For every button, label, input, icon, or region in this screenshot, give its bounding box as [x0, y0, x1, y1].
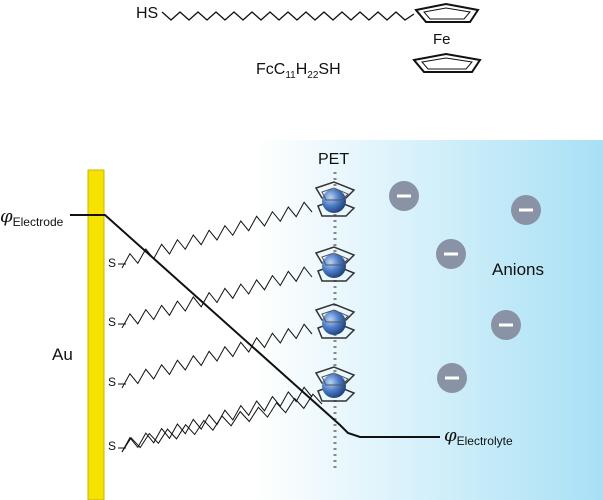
cp-ring-inner [321, 309, 349, 323]
anion [389, 181, 419, 211]
anion-group [389, 181, 541, 393]
cp-ring-inner [321, 252, 349, 266]
iron-center [322, 311, 346, 335]
iron-label-top: Fe [433, 31, 451, 48]
sulfur-label: S [108, 439, 116, 453]
alkyl-chain [121, 266, 313, 329]
phi-electrode-label: φElectrode [0, 206, 64, 229]
cp-ring-inner [321, 187, 349, 201]
electrolyte-background [255, 140, 603, 500]
potential-profile-line [70, 214, 440, 438]
electrode-label: Au [52, 345, 73, 364]
alkyl-chain-top [161, 11, 415, 21]
minus-sign [444, 252, 458, 256]
alkyl-chain [121, 393, 323, 453]
cp-ring-inner [321, 372, 349, 386]
sulfur-labels: S S S S [108, 256, 116, 453]
anions-label: Anions [492, 260, 544, 279]
anion [511, 195, 541, 225]
alkyl-chain [121, 323, 313, 389]
iron-center [322, 374, 346, 398]
minus-sign [499, 323, 513, 327]
ferrocene-head [314, 366, 356, 402]
minus-sign [519, 208, 533, 212]
molecule-structure: HS Fe FcC11H22SH [136, 2, 482, 81]
anion [436, 239, 466, 269]
phi-electrolyte-label: φElectrolyte [444, 425, 513, 448]
iron-center [322, 189, 346, 213]
ferrocene-head [314, 303, 356, 339]
minus-sign [445, 376, 459, 380]
sulfur-label: S [108, 315, 116, 329]
anion [437, 363, 467, 393]
cp-ring [314, 303, 356, 321]
sulfur-label: S [108, 256, 116, 270]
molecule-formula: FcC11H22SH [256, 61, 341, 81]
ferrocene-heads [314, 181, 356, 402]
ferrocene-head [314, 181, 356, 217]
thiol-label: HS [136, 5, 158, 22]
gold-electrode [87, 169, 105, 500]
iron-center [322, 254, 346, 278]
cp-ring [314, 366, 356, 384]
sulfur-label: S [108, 375, 116, 389]
cp-ring [314, 181, 356, 199]
anion [491, 310, 521, 340]
cp-ring [314, 246, 356, 264]
pet-label: PET [318, 151, 349, 168]
ferrocene-head [314, 246, 356, 282]
cyclopentadienyl-ring-bottom [412, 52, 482, 73]
minus-sign [397, 194, 411, 198]
cyclopentadienyl-ring-top [414, 2, 480, 23]
